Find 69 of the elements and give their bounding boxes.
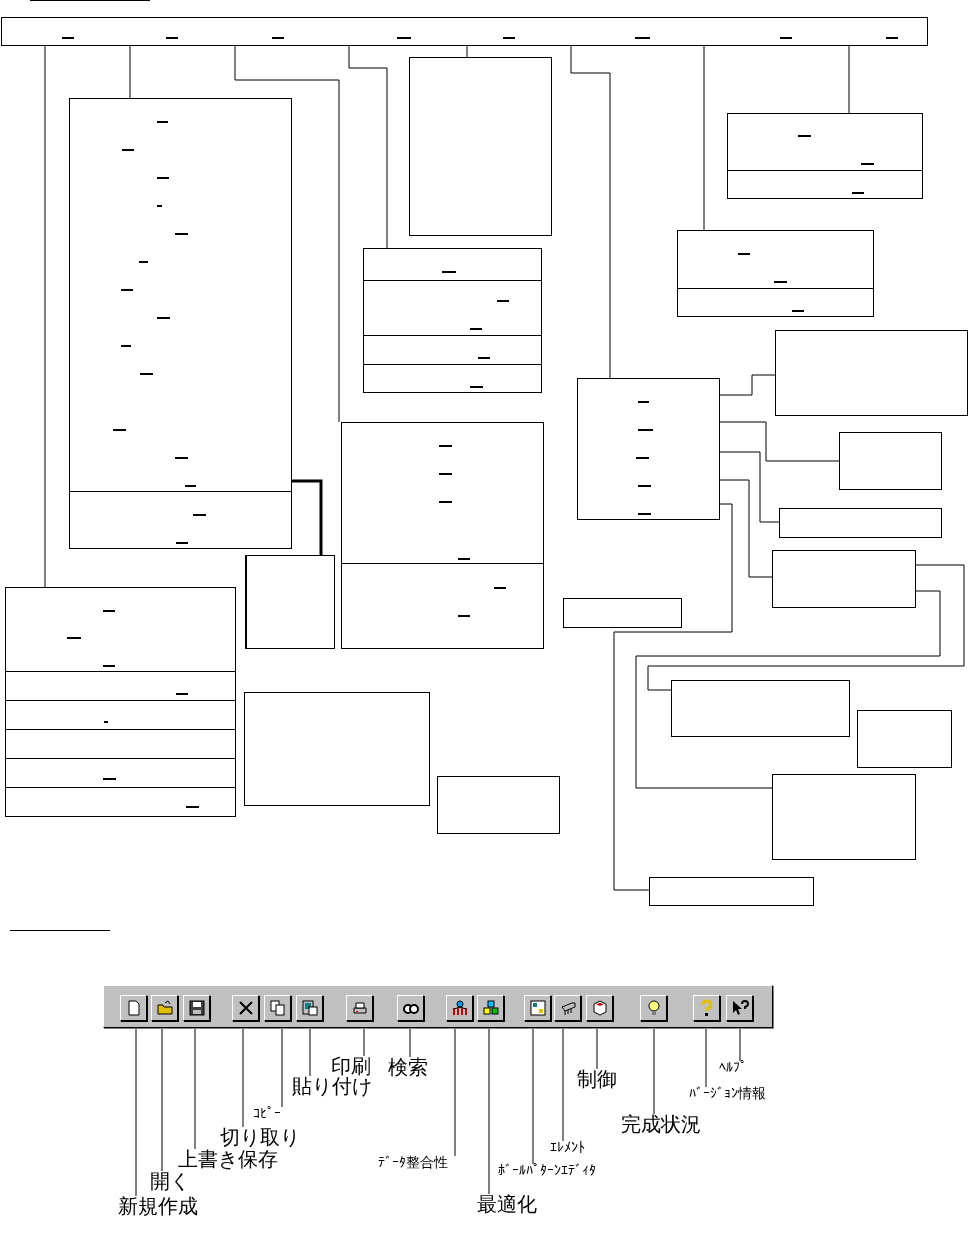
toolbar-button xyxy=(346,995,373,1021)
connector-line xyxy=(348,44,388,249)
connector-line xyxy=(848,44,850,114)
toolbar-button xyxy=(477,995,504,1021)
button-label: 完成状況 xyxy=(621,1113,701,1135)
button-label: 印刷 xyxy=(331,1055,371,1077)
connector-line xyxy=(718,374,776,396)
connector-line xyxy=(718,451,780,523)
menu-box xyxy=(677,230,874,317)
toolbar-button xyxy=(232,995,259,1021)
menu-box xyxy=(341,422,544,649)
menu-box xyxy=(649,877,814,906)
button-label: 最適化 xyxy=(477,1193,537,1215)
connector-line xyxy=(129,44,131,99)
menu-bar xyxy=(1,17,928,46)
menu-box xyxy=(857,710,952,768)
toolbar-button xyxy=(726,995,753,1021)
button-label: ｺﾋﾟｰ xyxy=(253,1106,281,1122)
menu-box xyxy=(5,587,236,817)
toolbar-button xyxy=(397,995,424,1021)
toolbar-button xyxy=(524,995,551,1021)
connector-line xyxy=(647,564,965,691)
toolbar-button xyxy=(640,995,667,1021)
button-label: ﾊﾞｰｼﾞｮﾝ情報 xyxy=(689,1086,766,1102)
menu-box xyxy=(772,774,916,860)
connector-line xyxy=(635,590,941,789)
toolbar-button xyxy=(554,995,581,1021)
connector-line xyxy=(234,44,340,423)
menu-box xyxy=(69,98,292,549)
toolbar-button xyxy=(151,995,178,1021)
button-label: ﾎﾞｰﾙﾊﾟﾀｰﾝｴﾃﾞｨﾀ xyxy=(498,1163,596,1179)
toolbar-button xyxy=(586,995,613,1021)
connector-line xyxy=(466,44,468,58)
menu-box xyxy=(363,248,542,393)
menu-box xyxy=(577,378,720,520)
button-label: 貼り付け xyxy=(292,1075,372,1097)
toolbar-button xyxy=(693,995,720,1021)
menu-box xyxy=(772,550,916,608)
button-label: 開く xyxy=(150,1170,190,1192)
button-label: 制御 xyxy=(577,1068,617,1090)
menu-box xyxy=(839,432,942,490)
connector-line xyxy=(703,44,705,231)
menu-box xyxy=(437,776,560,834)
toolbar-button xyxy=(120,995,147,1021)
button-label: 切り取り xyxy=(220,1126,300,1148)
menu-box xyxy=(779,508,942,538)
menu-box xyxy=(563,598,682,628)
toolbar-button xyxy=(296,995,323,1021)
connector-line xyxy=(570,44,611,379)
menu-box xyxy=(245,555,335,649)
button-label: ﾃﾞｰﾀ整合性 xyxy=(378,1155,448,1171)
menu-box xyxy=(409,57,552,236)
toolbar-button xyxy=(446,995,473,1021)
button-label: ﾍﾙﾌﾟ xyxy=(719,1060,747,1076)
button-label: 検索 xyxy=(388,1056,428,1078)
button-label: 上書き保存 xyxy=(178,1148,278,1170)
connector-line xyxy=(613,503,733,891)
connector-line xyxy=(718,421,840,462)
toolbar-button xyxy=(183,995,210,1021)
menu-box xyxy=(727,113,923,199)
toolbar-button xyxy=(264,995,291,1021)
button-label: ｴﾚﾒﾝﾄ xyxy=(550,1140,585,1156)
menu-box xyxy=(244,692,430,806)
menu-box xyxy=(775,330,968,416)
button-label: 新規作成 xyxy=(118,1195,198,1217)
connector-line xyxy=(718,479,773,578)
connector-line xyxy=(291,479,323,555)
menu-box xyxy=(671,680,850,737)
connector-line xyxy=(44,44,46,588)
